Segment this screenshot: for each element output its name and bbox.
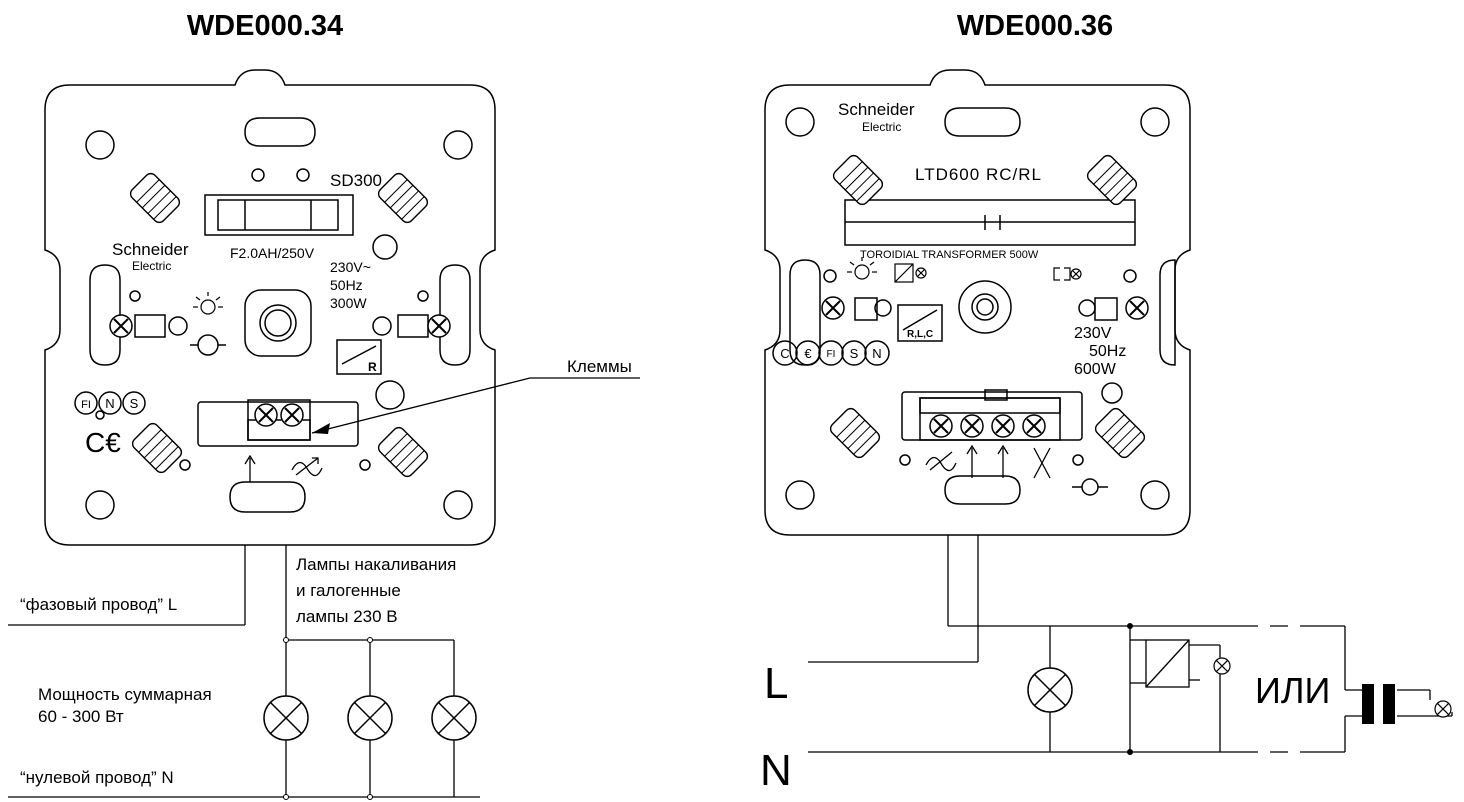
right-cert-fi: FI <box>827 349 836 360</box>
neutral-n-label: N <box>760 746 792 795</box>
right-load-symbol: R,L,C <box>907 329 933 340</box>
left-title: WDE000.34 <box>187 10 343 42</box>
lamp-icon <box>431 695 477 741</box>
lamps-label-line1: Лампы накаливания <box>296 555 456 574</box>
left-rating-hz: 50Hz <box>330 277 363 293</box>
lamps-label-line3: лампы 230 В <box>296 607 398 626</box>
right-ce-c: C <box>780 346 789 361</box>
lamp-icon <box>263 695 309 741</box>
right-title: WDE000.36 <box>957 10 1113 42</box>
left-load-symbol: R <box>368 360 377 374</box>
left-rating-w: 300W <box>330 295 367 311</box>
lamp-icon <box>1027 667 1073 713</box>
small-lamp-icon <box>1434 700 1452 718</box>
power-label-line2: 60 - 300 Вт <box>38 707 124 726</box>
lamps-label-line2: и галогенные <box>296 581 401 600</box>
phase-wire-label: “фазовый провод” L <box>20 595 177 614</box>
right-wiring <box>808 535 1453 753</box>
left-model: SD300 <box>330 171 382 190</box>
neutral-wire-label: “нулевой провод” N <box>20 768 174 787</box>
left-brand-electric: Electric <box>132 259 171 273</box>
right-dimmer-body <box>764 69 1191 536</box>
right-cert-n: N <box>872 346 881 361</box>
left-cert-fi: FI <box>81 399 91 411</box>
light-bulb-icon <box>847 257 877 280</box>
transformer-core-left <box>1362 684 1374 724</box>
power-label-line1: Мощность суммарная <box>38 685 212 704</box>
left-ce-mark: C€ <box>85 427 121 458</box>
left-rating-v: 230V~ <box>330 259 371 275</box>
terminals-label: Клеммы <box>567 357 632 376</box>
lamp-icon <box>347 695 393 741</box>
right-cert-s: S <box>850 346 859 361</box>
right-rating-w: 600W <box>1074 361 1117 378</box>
phase-arrow-icon <box>244 454 256 482</box>
line-l-label: L <box>764 659 788 708</box>
right-rating-v: 230V <box>1074 325 1112 342</box>
small-lamp-icon <box>1213 657 1231 675</box>
right-transformer: TOROIDIAL TRANSFORMER 500W <box>860 249 1039 261</box>
right-brand-name: Schneider <box>838 100 915 119</box>
or-label: ИЛИ <box>1255 670 1330 711</box>
left-wiring <box>8 545 480 798</box>
right-brand-electric: Electric <box>862 120 901 134</box>
left-brand-name: Schneider <box>112 240 189 259</box>
transformer-symbol-icon <box>894 263 927 283</box>
left-cert-n: N <box>105 396 114 411</box>
right-ce-e: € <box>804 346 812 361</box>
left-dimmer-body <box>44 69 496 546</box>
left-cert-s: S <box>130 396 139 411</box>
light-bulb-icon <box>193 292 223 315</box>
transformer-core-right <box>1383 684 1395 724</box>
dimmed-output-icon <box>291 457 323 477</box>
right-terminal-markers <box>925 444 1051 479</box>
electronic-transformer-icon <box>1053 267 1082 281</box>
left-fuse: F2.0AH/250V <box>230 245 315 261</box>
right-rating-hz: 50Hz <box>1089 343 1126 360</box>
right-model: LTD600 RC/RL <box>915 165 1042 184</box>
